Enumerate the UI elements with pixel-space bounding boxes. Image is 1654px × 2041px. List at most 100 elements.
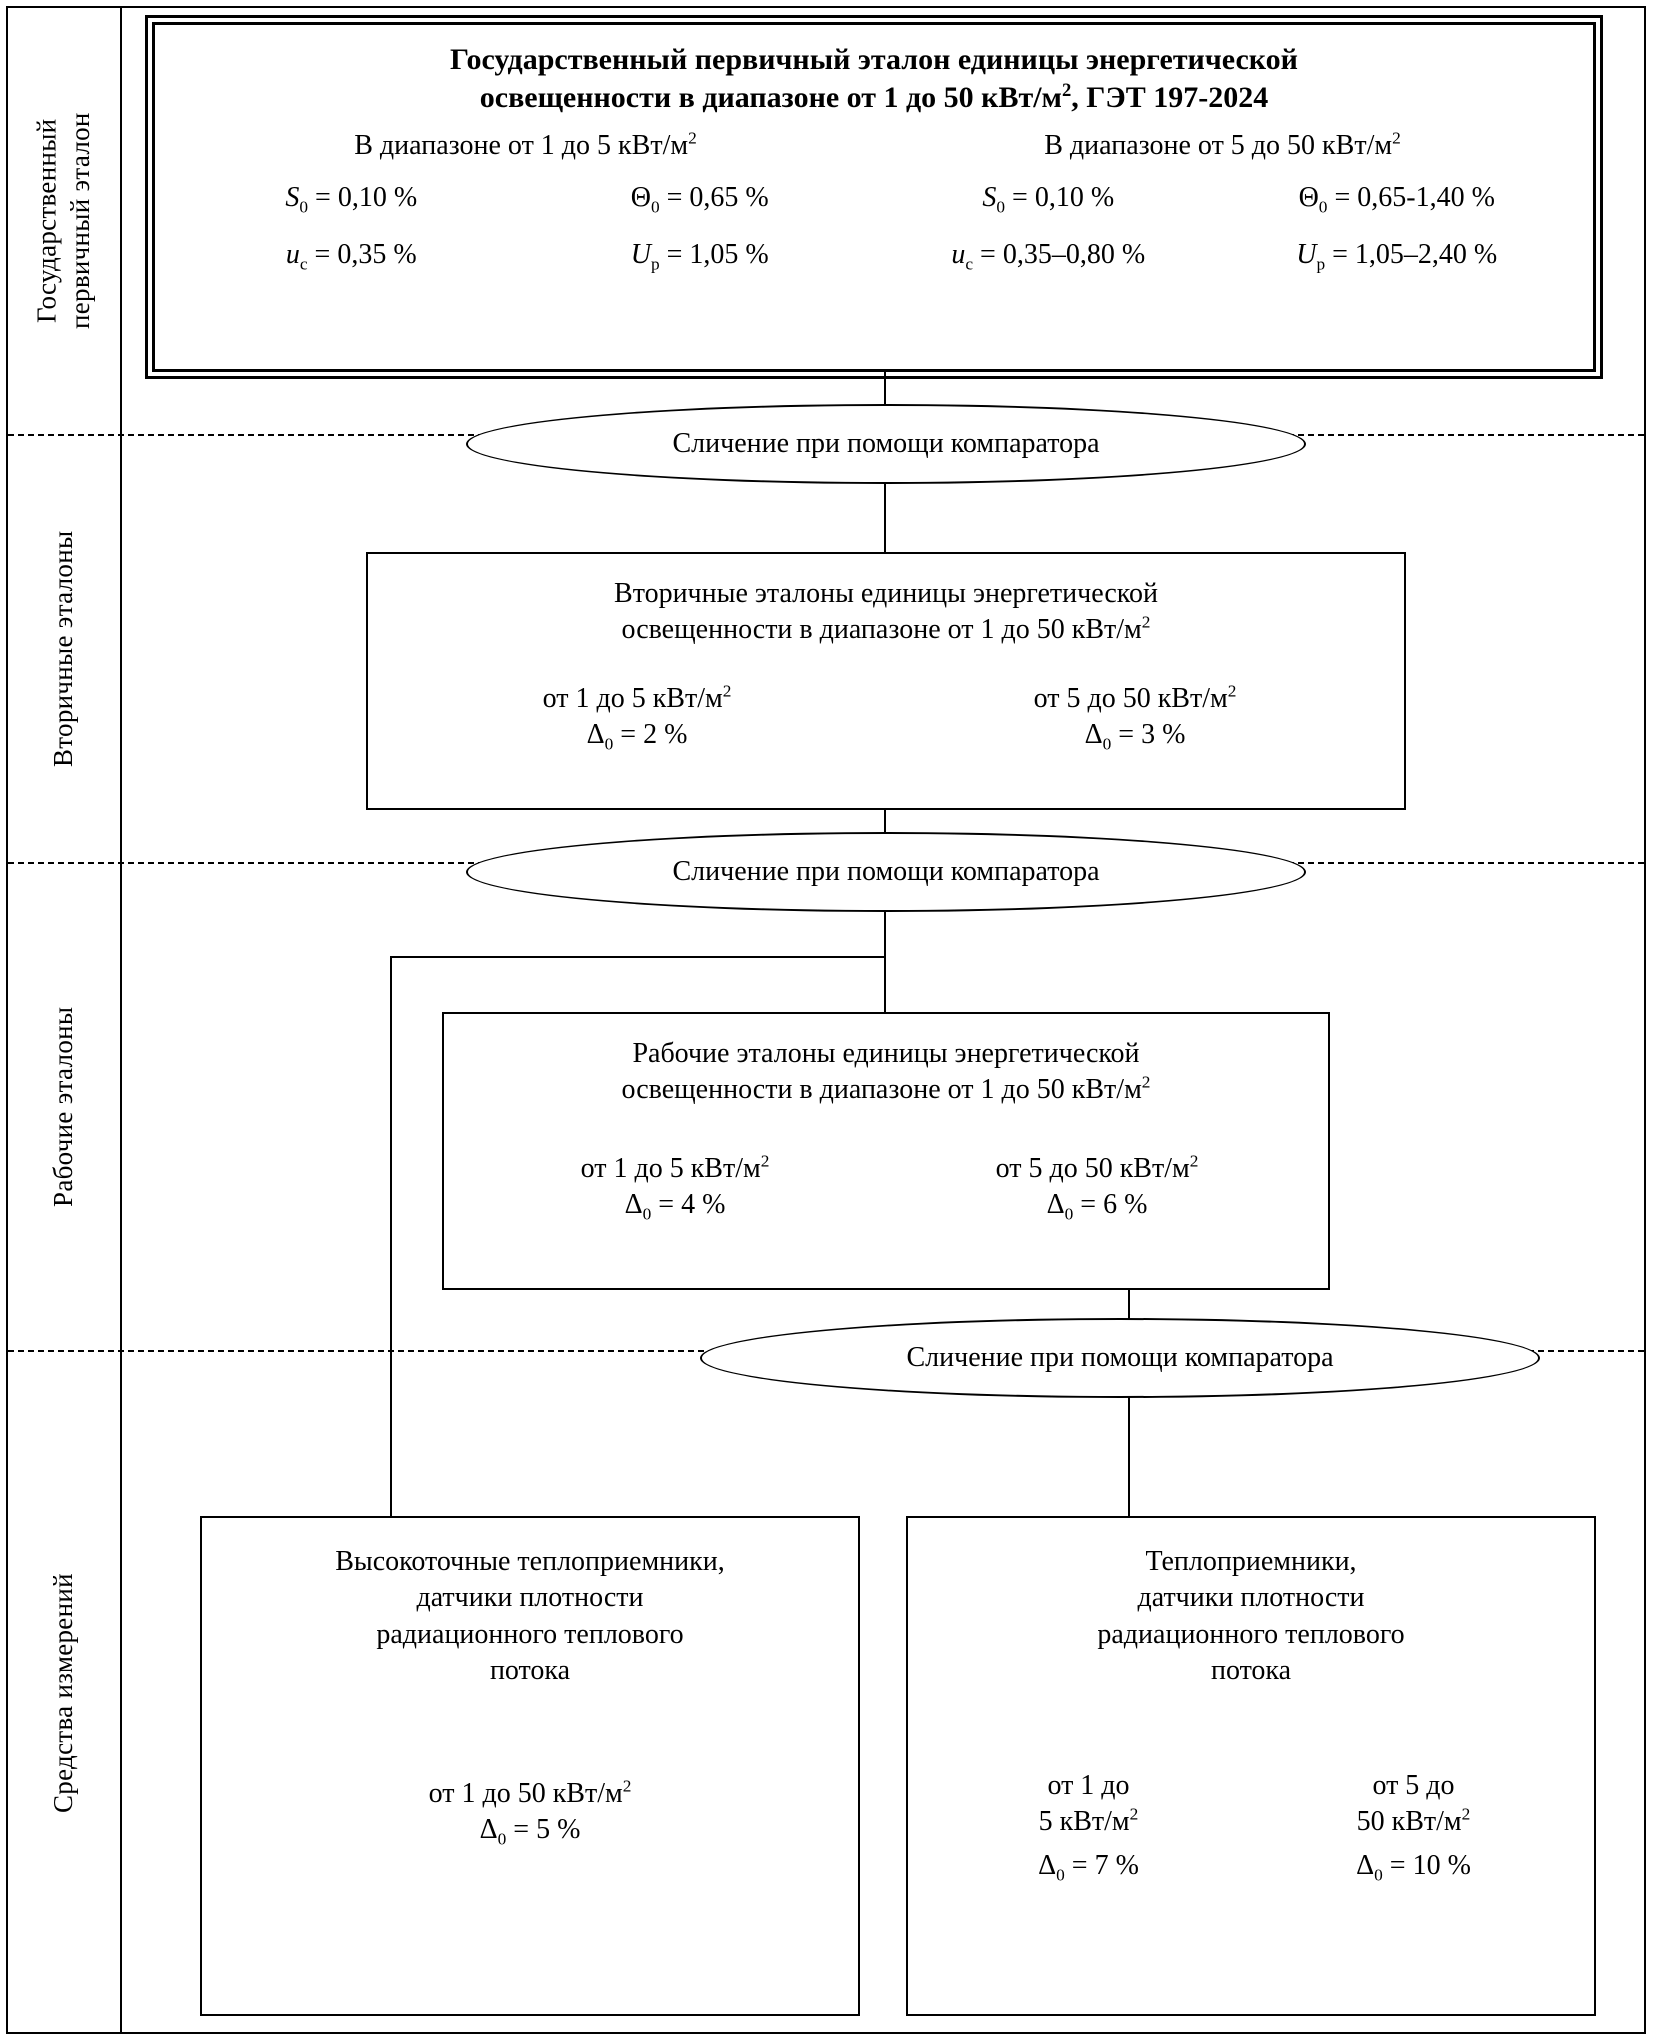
instruments-right-column-2-range-line-2: 50 кВт/м2	[1251, 1804, 1576, 1840]
instruments-right-column-2-range-text: 50 кВт/м	[1356, 1805, 1462, 1837]
instruments-left-box: Высокоточные теплоприемники, датчики пло…	[200, 1516, 860, 2016]
working-column-2-range-sup: 2	[1189, 1151, 1199, 1171]
primary-metric-uc-left-val: = 0,35 %	[314, 238, 417, 270]
working-column-1-range-text: от 1 до 5 кВт/м	[580, 1152, 761, 1184]
instruments-left-range-text: от 1 до 50 кВт/м	[428, 1777, 623, 1809]
primary-metric-S0-left-val: = 0,10 %	[315, 182, 418, 214]
secondary-standards-box: Вторичные эталоны единицы энергетической…	[366, 552, 1406, 810]
secondary-column-1-delta: Δ0 = 2 %	[388, 717, 886, 753]
primary-metric-Theta0-right-sub: 0	[1318, 197, 1328, 217]
working-column-2-delta: Δ0 = 6 %	[886, 1187, 1308, 1223]
instruments-right-title-line-1: Теплоприемники,	[1145, 1546, 1357, 1577]
primary-metric-uc-right: uc = 0,35–0,80 %	[874, 237, 1223, 273]
working-title-line-2: освещенности в диапазоне от 1 до 50 кВт/…	[622, 1072, 1151, 1108]
primary-title-line-2-tail: , ГЭТ 197-2024	[1071, 81, 1269, 115]
primary-metric-Up-right-sub: р	[1316, 254, 1326, 274]
connector-comparator2-left-branch-horizontal	[390, 956, 886, 958]
working-column-1-delta-val: = 4 %	[658, 1189, 726, 1221]
comparator-3: Сличение при помощи компаратора	[700, 1318, 1540, 1398]
instruments-left-title-line-4: потока	[489, 1655, 571, 1687]
comparator-2: Сличение при помощи компаратора	[466, 832, 1306, 912]
band-label-instruments: Средства измерений	[48, 1573, 79, 1813]
instruments-right-column-1-range-line-2: 5 кВт/м2	[926, 1804, 1251, 1840]
working-standards-box: Рабочие эталоны единицы энергетической о…	[442, 1012, 1330, 1290]
primary-metric-uc-left-sub: c	[299, 254, 308, 274]
connector-secondary-to-comparator2	[884, 810, 886, 842]
secondary-column-1-range: от 1 до 5 кВт/м2	[388, 681, 886, 717]
primary-range-right-text: В диапазоне от 5 до 50 кВт/м	[1044, 129, 1393, 161]
secondary-column-1-delta-sub: 0	[604, 734, 614, 754]
secondary-column-1-range-sup: 2	[722, 681, 732, 701]
secondary-title-line-1: Вторичные эталоны единицы энергетической	[614, 578, 1158, 609]
comparator-1: Сличение при помощи компаратора	[466, 404, 1306, 484]
instruments-left-title-line-3: радиационного теплового	[376, 1618, 684, 1650]
primary-metric-Theta0-right-val: = 0,65-1,40 %	[1334, 182, 1495, 214]
working-column-1-range-sup: 2	[760, 1151, 770, 1171]
instruments-left-title: Высокоточные теплоприемники, датчики пло…	[335, 1544, 724, 1690]
secondary-columns: от 1 до 5 кВт/м2 Δ0 = 2 % от 5 до 50 кВт…	[388, 681, 1384, 754]
primary-title-line-2: освещенности в диапазоне от 1 до 50 кВт/…	[450, 79, 1298, 117]
instruments-right-title: Теплоприемники, датчики плотности радиац…	[1097, 1544, 1404, 1690]
connector-comparator2-to-working	[884, 956, 886, 1012]
secondary-column-1-delta-val: = 2 %	[620, 719, 688, 751]
primary-range-left-text: В диапазоне от 1 до 5 кВт/м	[354, 129, 689, 161]
primary-range-headers: В диапазоне от 1 до 5 кВт/м2 В диапазоне…	[177, 128, 1571, 164]
connector-primary-to-comparator1	[884, 372, 886, 416]
instruments-right-column-2-range-sup: 2	[1461, 1804, 1471, 1824]
primary-metric-Theta0-right: Θ0 = 0,65-1,40 %	[1223, 180, 1572, 216]
connector-comparator3-to-instruments-right	[1128, 1386, 1130, 1516]
instruments-right-column-2-delta-sym: Δ	[1356, 1850, 1375, 1882]
instruments-right-column-2: от 5 до 50 кВт/м2 Δ0 = 10 %	[1251, 1768, 1576, 1885]
primary-metric-uc-left-sym: u	[285, 238, 300, 270]
primary-metric-uc-left: uc = 0,35 %	[177, 237, 526, 273]
primary-standard-title: Государственный первичный эталон единицы…	[450, 41, 1298, 118]
primary-metric-Up-right-val: = 1,05–2,40 %	[1332, 238, 1498, 270]
primary-metric-Theta0-left-val: = 0,65 %	[666, 182, 769, 214]
primary-metric-Theta0-left-sym: Θ	[630, 182, 651, 214]
working-column-1: от 1 до 5 кВт/м2 Δ0 = 4 %	[464, 1151, 886, 1224]
instruments-right-column-1-range-text: 5 кВт/м	[1038, 1805, 1130, 1837]
working-column-2-range-text: от 5 до 50 кВт/м	[995, 1152, 1190, 1184]
primary-title-line-2-text: освещенности в диапазоне от 1 до 50 кВт/…	[479, 81, 1062, 115]
primary-metric-Up-left: Uр = 1,05 %	[526, 237, 875, 273]
secondary-title-line-2-text: освещенности в диапазоне от 1 до 50 кВт/…	[621, 614, 1142, 646]
primary-metric-S0-right-sym: S	[982, 182, 997, 214]
instruments-right-column-1-delta-sym: Δ	[1038, 1850, 1057, 1882]
working-column-2-delta-sym: Δ	[1046, 1189, 1065, 1221]
instruments-right-column-2-delta-sub: 0	[1374, 1865, 1383, 1885]
instruments-right-column-1: от 1 до 5 кВт/м2 Δ0 = 7 %	[926, 1768, 1251, 1885]
working-column-1-delta: Δ0 = 4 %	[464, 1187, 886, 1223]
instruments-left-title-line-1: Высокоточные теплоприемники,	[335, 1546, 725, 1577]
working-column-2-delta-sub: 0	[1064, 1204, 1074, 1224]
comparator-2-label: Сличение при помощи компаратора	[672, 856, 1100, 887]
instruments-left-delta: Δ0 = 5 %	[429, 1812, 632, 1848]
primary-metric-uc-right-val: = 0,35–0,80 %	[980, 238, 1146, 270]
secondary-title-line-2: освещенности в диапазоне от 1 до 50 кВт/…	[614, 612, 1158, 648]
instruments-right-title-line-2: датчики плотности	[1137, 1582, 1365, 1614]
connector-left-branch-to-instruments-left	[390, 956, 392, 1516]
primary-metric-Up-left-val: = 1,05 %	[666, 238, 769, 270]
primary-metric-Up-left-sym: U	[630, 238, 651, 270]
secondary-column-1-delta-sym: Δ	[586, 719, 605, 751]
secondary-column-2-range: от 5 до 50 кВт/м2	[886, 681, 1384, 717]
band-column-divider	[120, 6, 122, 2034]
instruments-left-delta-sub: 0	[497, 1829, 507, 1849]
instruments-right-column-1-delta: Δ0 = 7 %	[926, 1848, 1251, 1884]
primary-title-sup: 2	[1061, 80, 1072, 102]
primary-metric-S0-left-sym: S	[285, 182, 300, 214]
instruments-left-range-sup: 2	[622, 1776, 632, 1796]
secondary-column-2-delta-sub: 0	[1102, 734, 1112, 754]
secondary-column-2-delta: Δ0 = 3 %	[886, 717, 1384, 753]
primary-metric-Theta0-right-sym: Θ	[1298, 182, 1319, 214]
working-column-1-delta-sub: 0	[642, 1204, 652, 1224]
primary-metric-uc-right-sym: u	[951, 238, 966, 270]
primary-metric-uc-right-sub: c	[965, 254, 974, 274]
secondary-standards-title: Вторичные эталоны единицы энергетической…	[614, 576, 1158, 649]
secondary-title-sup: 2	[1141, 613, 1151, 633]
working-column-1-range: от 1 до 5 кВт/м2	[464, 1151, 886, 1187]
working-title-line-1: Рабочие эталоны единицы энергетической	[632, 1038, 1140, 1069]
instruments-right-box: Теплоприемники, датчики плотности радиац…	[906, 1516, 1596, 2016]
primary-range-right: В диапазоне от 5 до 50 кВт/м2	[874, 128, 1571, 164]
comparator-1-label: Сличение при помощи компаратора	[672, 428, 1100, 459]
